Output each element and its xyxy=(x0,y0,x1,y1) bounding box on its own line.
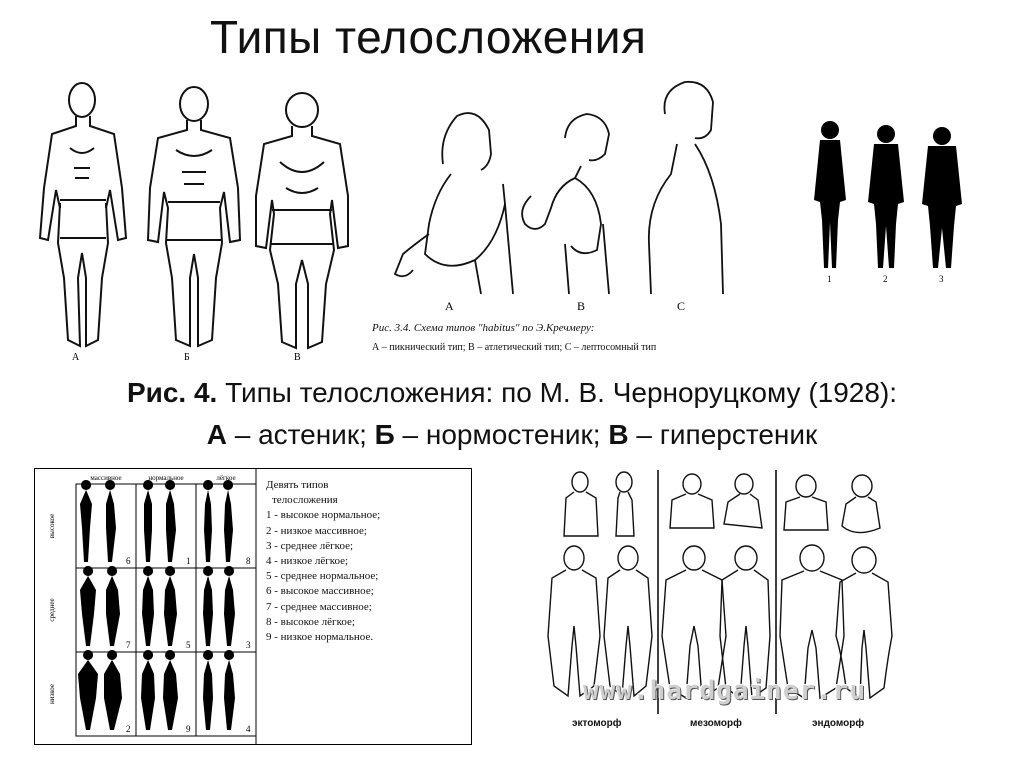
legend-item: 9 - низкое нормальное. xyxy=(266,631,374,644)
profile-figure-c xyxy=(647,80,724,295)
profile-figure-a xyxy=(393,112,514,295)
silhouettes-figure: 1 2 3 xyxy=(814,121,962,284)
cell-silhouettes-r2c2 xyxy=(142,566,177,646)
ectomorph-figures xyxy=(547,471,653,698)
silhouette-label-3: 3 xyxy=(939,274,944,284)
kretschmer-caption: Рис. 3.4. Схема типов "habitus" по Э.Кре… xyxy=(372,322,595,334)
caption-text-a: – астеник; xyxy=(226,419,375,450)
somatotype-label-ectomorph: эктоморф xyxy=(572,718,622,729)
legend-item: 2 - низкое массивное; xyxy=(266,524,367,537)
caption-letter-v: В xyxy=(608,419,629,450)
somatotype-label-mesomorph: мезоморф xyxy=(690,718,742,729)
caption-line-1-text: Типы телосложения: по М. В. Черноруцкому… xyxy=(217,377,898,408)
page-title: Типы телосложения xyxy=(210,11,647,63)
silhouette-label-1: 1 xyxy=(827,274,832,284)
main-caption-line-2: А – астеник; Б – нормостеник; В – гиперс… xyxy=(0,414,1024,456)
cell-silhouettes-r2c3 xyxy=(203,566,235,646)
cell-number-r3c1: 2 xyxy=(126,724,131,734)
cell-silhouettes-r3c1 xyxy=(78,650,122,730)
profile-label-a: A xyxy=(445,299,454,313)
caption-letter-b: Б xyxy=(374,419,395,450)
caption-letter-a: А xyxy=(206,419,227,450)
caption-text-v: – гиперстеник xyxy=(628,419,818,450)
nine-types-table xyxy=(34,468,472,745)
figure-number: Рис. 4. xyxy=(126,377,218,408)
cell-number-r2c3: 3 xyxy=(246,640,251,650)
body-figure-v xyxy=(255,92,349,350)
profile-label-c: C xyxy=(677,299,685,313)
cell-silhouettes-r2c1 xyxy=(80,566,120,646)
legend-item: 8 - высокое лёгкое; xyxy=(266,615,355,628)
cell-number-r1c1: 6 xyxy=(126,556,131,566)
somatotypes-figure xyxy=(547,470,893,714)
cell-silhouettes-r1c2 xyxy=(143,480,176,562)
row-header-2: среднее xyxy=(48,598,56,621)
silhouette-3 xyxy=(922,127,962,268)
cell-number-r2c2: 5 xyxy=(186,640,191,650)
cell-silhouettes-r1c1 xyxy=(80,480,116,562)
main-caption: Рис. 4. Типы телосложения: по М. В. Черн… xyxy=(0,372,1024,456)
silhouette-1 xyxy=(814,121,846,268)
legend-item: 3 - среднее лёгкое; xyxy=(266,539,354,552)
silhouette-2 xyxy=(868,125,904,268)
cell-number-r3c2: 9 xyxy=(186,724,191,734)
row-header-1: высокое xyxy=(48,514,56,538)
watermark-text: www.hardgainer.ru xyxy=(583,676,867,706)
cell-number-r3c3: 4 xyxy=(246,724,251,734)
legend-item: 7 - среднее массивное; xyxy=(266,600,372,613)
legend-heading: Девять типов xyxy=(266,479,329,491)
cell-number-r1c2: 1 xyxy=(186,556,191,566)
main-caption-line-1: Рис. 4. Типы телосложения: по М. В. Черн… xyxy=(0,372,1024,414)
kretschmer-figure: A B C xyxy=(393,80,724,313)
nine-types-grid: массивное нормальное лёгкое высокое сред… xyxy=(48,468,257,745)
cell-number-r2c1: 7 xyxy=(126,640,131,650)
figure-label-a: А xyxy=(72,352,80,363)
cell-silhouettes-r1c3 xyxy=(203,480,234,562)
silhouette-label-2: 2 xyxy=(883,274,888,284)
column-header-1: массивное xyxy=(90,474,121,482)
figure-label-v: В xyxy=(294,352,301,363)
caption-text-b: – нормостеник; xyxy=(394,419,609,450)
kretschmer-sub-caption: А – пикнический тип; В – атлетический ти… xyxy=(372,342,657,353)
mesomorph-figures xyxy=(661,473,771,700)
nine-types-legend: Девять типов телосложения 1 - высокое но… xyxy=(266,478,380,645)
profile-figure-b xyxy=(521,113,610,295)
body-figure-a xyxy=(38,82,128,348)
legend-item: 1 - высокое нормальное; xyxy=(266,509,381,522)
cell-silhouettes-r3c3 xyxy=(203,650,235,730)
cell-number-r1c3: 8 xyxy=(246,556,251,566)
column-header-3: лёгкое xyxy=(216,474,235,482)
cell-silhouettes-r3c2 xyxy=(141,650,178,730)
figure-label-b: Б xyxy=(184,352,190,363)
column-header-2: нормальное xyxy=(148,474,183,482)
somatotype-label-endomorph: эндоморф xyxy=(812,718,865,729)
legend-heading-2: телосложения xyxy=(272,494,338,507)
row-header-3: низкое xyxy=(48,684,56,704)
chernoruckiy-figure: А Б В xyxy=(38,82,349,363)
legend-item: 5 - среднее нормальное; xyxy=(266,570,379,583)
profile-label-b: B xyxy=(577,299,585,313)
legend-item: 4 - низкое лёгкое; xyxy=(266,555,349,568)
legend-item: 6 - высокое массивное; xyxy=(266,585,374,598)
body-figure-b xyxy=(146,86,242,348)
endomorph-figures xyxy=(779,474,893,700)
